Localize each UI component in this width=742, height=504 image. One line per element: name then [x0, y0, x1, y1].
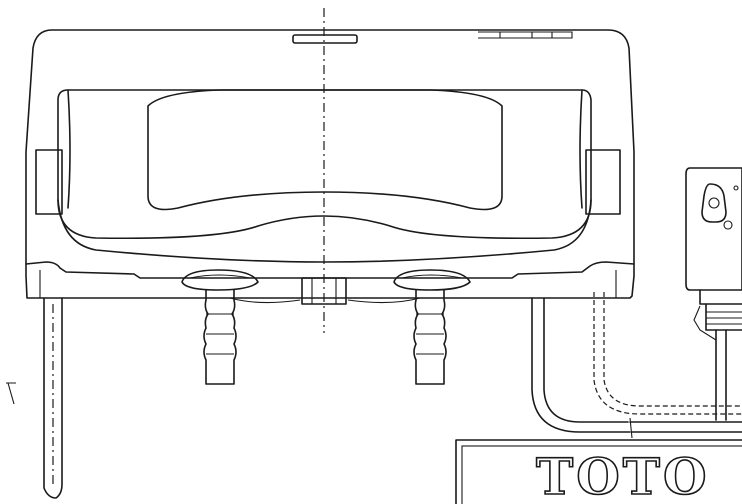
- hinge-post: [181, 269, 259, 385]
- water-hose: [6, 297, 63, 499]
- brand-plate: TOTO: [455, 439, 742, 504]
- water-hose: [531, 292, 742, 439]
- brand-logo-text: TOTO: [536, 447, 710, 504]
- hinge-post: [393, 269, 471, 385]
- seat-unit: [25, 29, 635, 305]
- control-box: [685, 167, 742, 421]
